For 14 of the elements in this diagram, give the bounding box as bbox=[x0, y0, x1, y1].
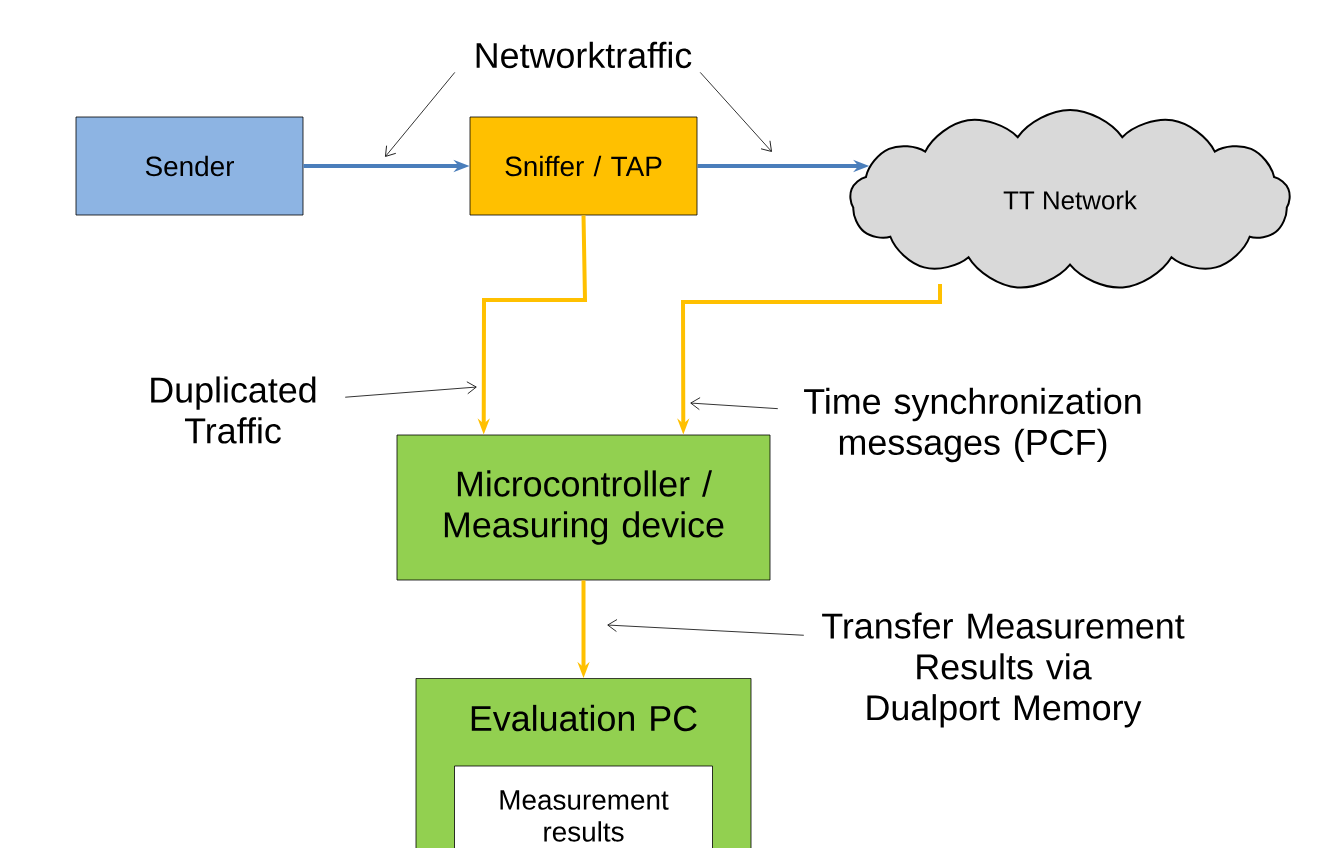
network-cloud: TT Network bbox=[849, 109, 1291, 289]
results-box: Measurement results bbox=[454, 765, 713, 848]
leader-line bbox=[607, 619, 805, 636]
leader-line bbox=[690, 397, 779, 410]
leader-line bbox=[699, 71, 772, 152]
leader-line bbox=[385, 71, 456, 157]
sniffer-box: Sniffer / TAP bbox=[469, 116, 698, 216]
sender-box: Sender bbox=[75, 116, 304, 216]
annotation-text: Time synchronization messages (PCF) bbox=[804, 387, 1141, 463]
leader-line bbox=[344, 381, 477, 398]
annotation-text: Transfer Measurement Results via Dualport Memory bbox=[822, 612, 1185, 728]
annotation-text: Networktraffic bbox=[476, 41, 692, 69]
microcontroller-box: Microcontroller / Measuring device bbox=[396, 434, 771, 581]
annotation-text: Duplicated Traffic bbox=[151, 376, 316, 444]
